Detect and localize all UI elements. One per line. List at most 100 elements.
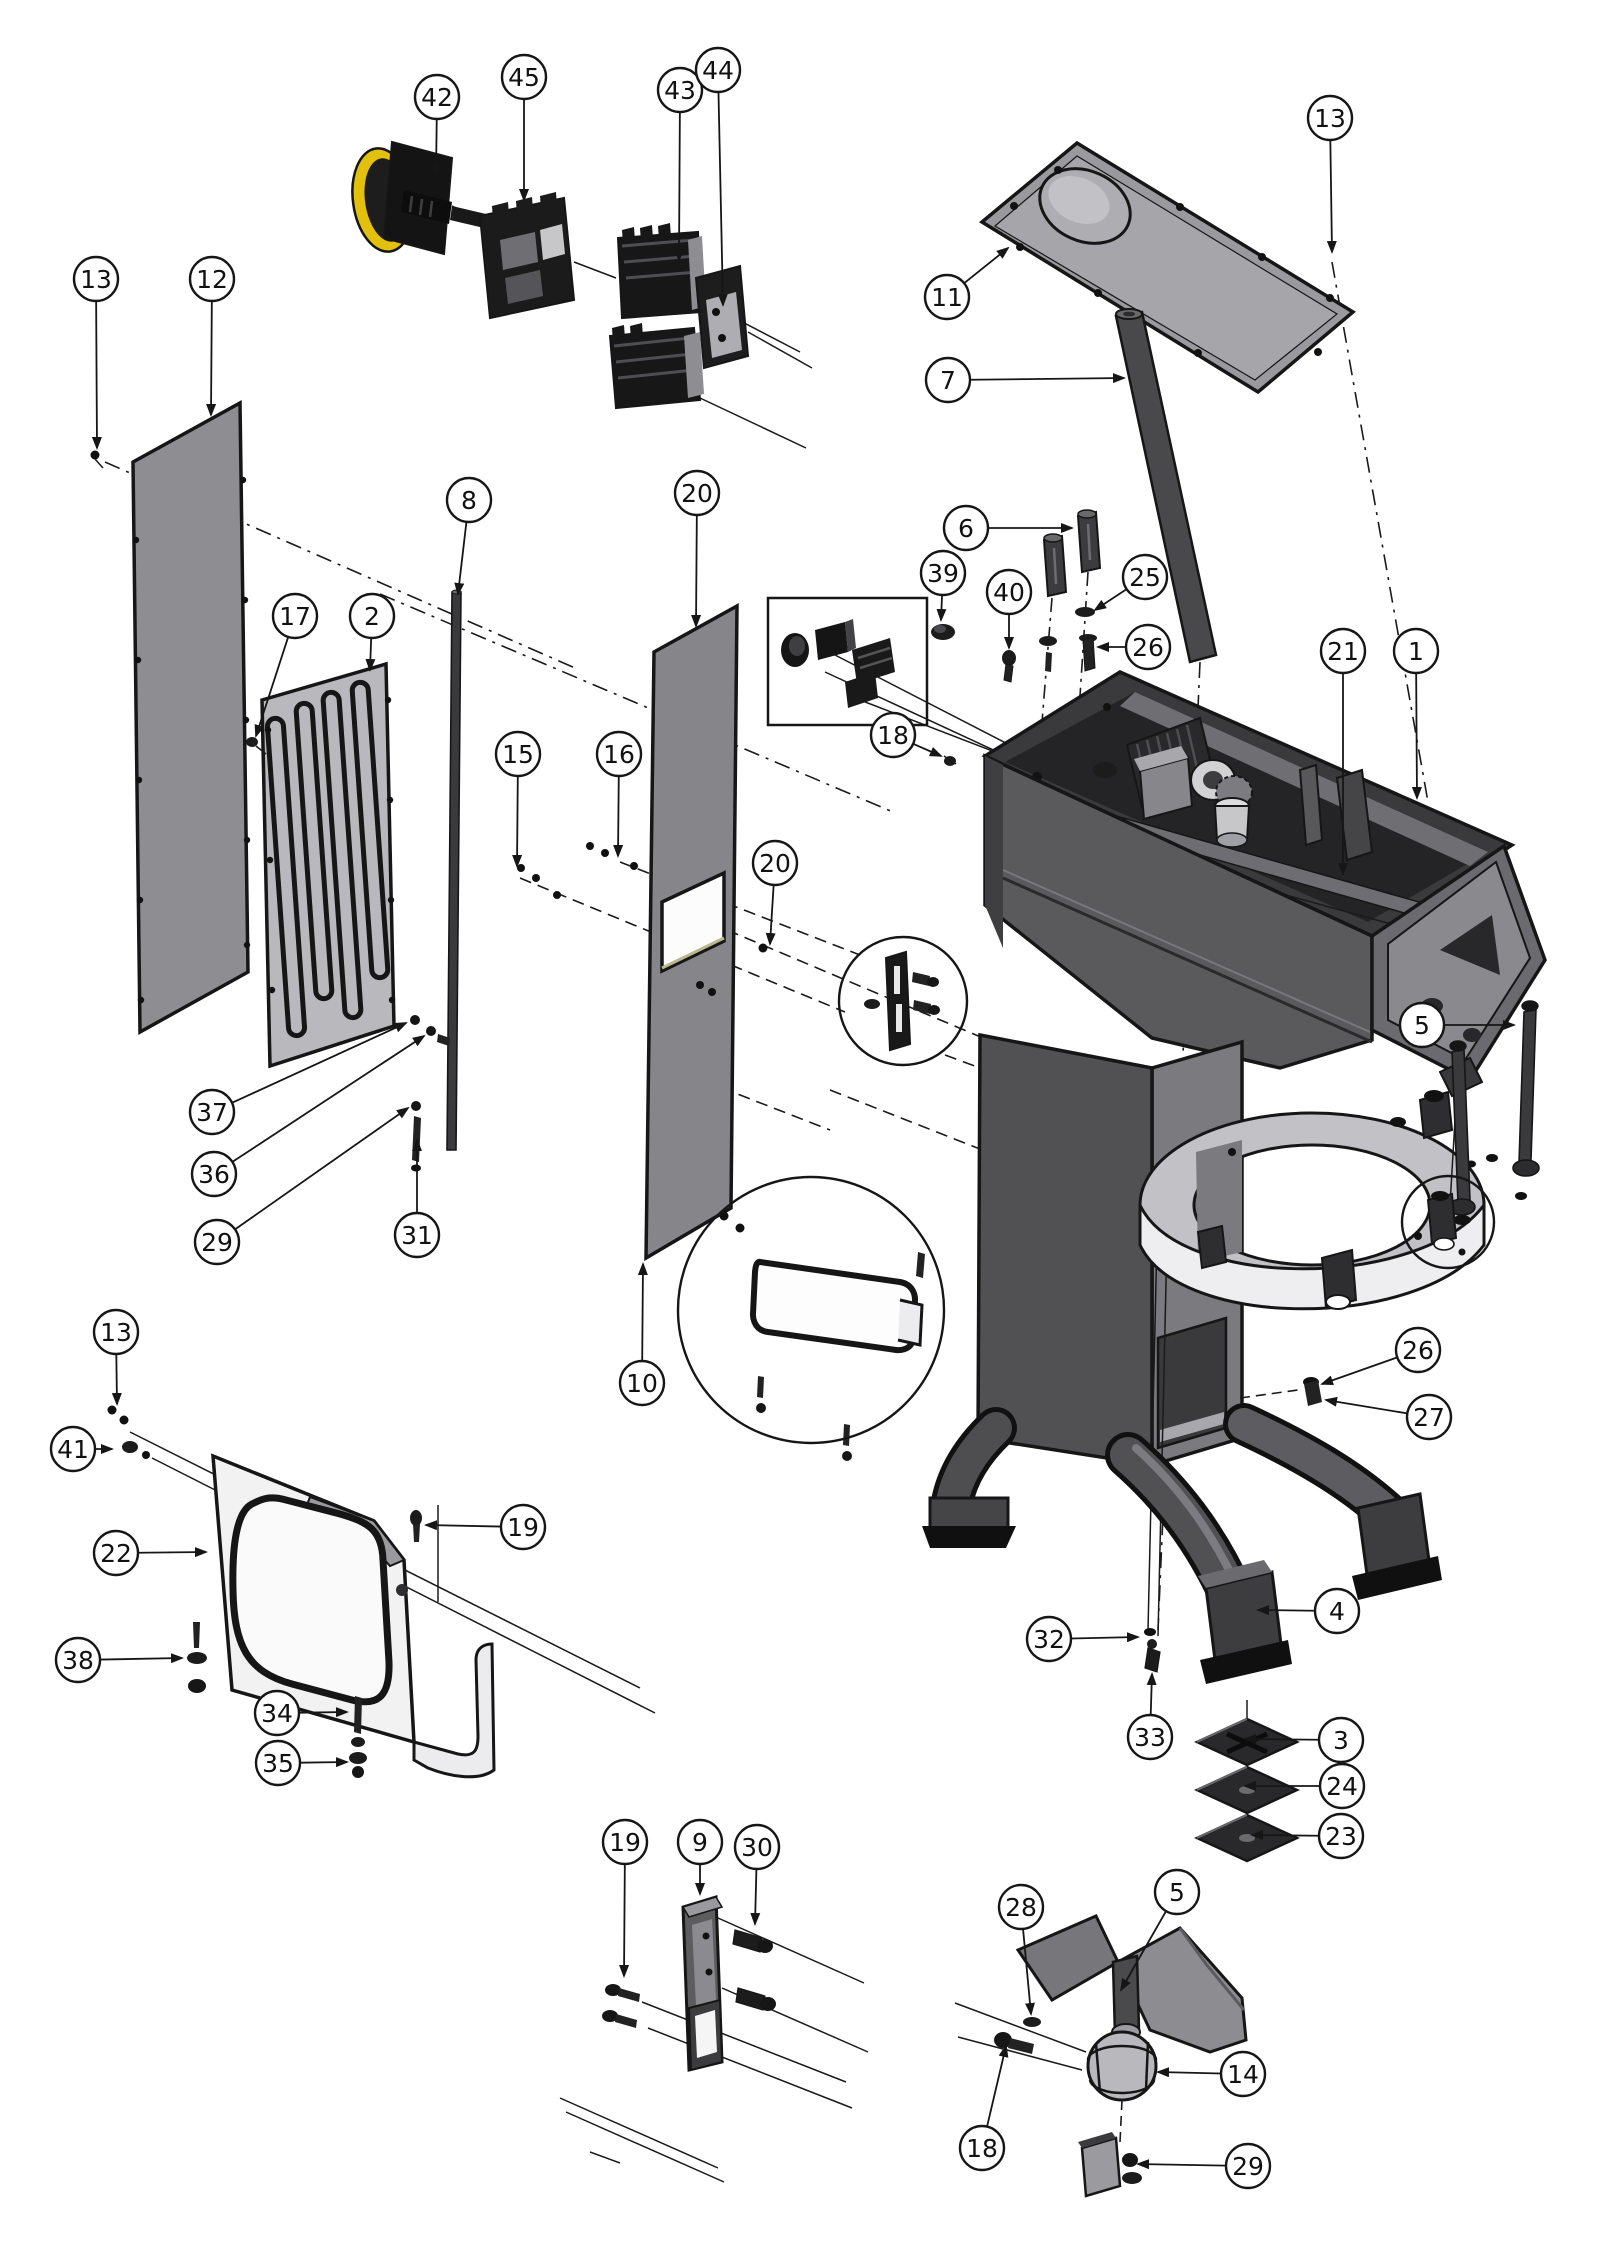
balloon-circle [1313,1587,1361,1635]
leader-line [254,636,290,738]
balloon-number: 10 [626,1369,658,1398]
balloon-circle [1025,1615,1073,1663]
leader-line [691,514,702,628]
detail-door-inset [719,1211,925,1461]
screw-32 [1144,1628,1156,1636]
leader-line [298,1707,349,1718]
detail-hinge-inset [864,950,940,1052]
leader-line [717,91,728,307]
door-assembly [107,1405,496,1779]
leader-line [424,1520,502,1531]
leader-line [231,1022,408,1104]
balloon-number: 14 [1227,2060,1259,2089]
leader-line [1250,1830,1320,1841]
leader-line [206,300,217,417]
detail-circle-1 [676,1175,946,1445]
panel-screw-20 [758,943,768,953]
balloon-circle [92,1529,140,1577]
balloon-18: 18 [958,2044,1009,2172]
leader-line [1136,2159,1227,2170]
leader-line [1146,1672,1157,1716]
leader-line [512,775,523,868]
leader-line [1093,588,1128,612]
balloon-26: 26 [1320,1326,1442,1386]
balloon-21: 21 [1319,627,1367,876]
balloon-number: 4 [1329,1597,1345,1626]
leader-line [613,775,624,858]
washer-28 [1023,2017,1041,2027]
leader-line [969,373,1126,384]
balloon-circle [499,1503,547,1551]
bolt-29 [1122,2153,1138,2167]
detail-post-inset [1414,1191,1466,1256]
balloon-circle [54,1636,102,1684]
balloon-circle [49,1425,97,1473]
balloon-circle [1394,1326,1442,1374]
balloon-38: 38 [54,1636,184,1684]
balloon-23: 23 [1250,1812,1365,1860]
leader-line [299,1757,349,1768]
balloon-45: 45 [500,53,548,202]
detail-circle-3 [1400,1174,1496,1270]
balloon-26: 26 [1096,623,1172,671]
balloon-circle [1219,2050,1267,2098]
balloon-27: 27 [1324,1393,1453,1441]
balloon-circle [924,356,972,404]
balloon-30: 30 [733,1823,781,1926]
balloon-20: 20 [673,469,721,628]
balloon-2: 2 [348,592,396,672]
balloon-circle [445,476,493,524]
balloon-number: 7 [940,366,956,395]
balloon-8: 8 [445,476,493,596]
balloon-circle [676,1818,724,1866]
left-side-panel [90,400,251,1035]
balloon-29: 29 [1136,2142,1272,2190]
leader-line [765,884,776,946]
bolt-40 [1002,650,1016,666]
balloon-number: 2 [364,602,380,631]
balloon-number: 13 [80,265,112,294]
leader-line [111,1353,122,1406]
bolt-30b [735,1987,766,2011]
balloon-42: 42 [413,73,461,178]
plate-29 [1080,2136,1122,2198]
balloon-13: 13 [1306,94,1354,254]
leader-line [637,1262,648,1362]
mini-block [845,672,878,708]
leader-line [454,521,468,596]
detail-circles [676,935,1496,1445]
balloon-number: 16 [603,740,635,769]
balloon-number: 3 [1333,1726,1349,1755]
balloon-number: 17 [279,602,311,631]
balloon-number: 25 [1129,563,1161,592]
balloon-number: 38 [62,1646,94,1675]
balloon-circle [1318,1762,1366,1810]
balloon-circle [1398,1001,1446,1049]
balloon-circle [413,73,461,121]
balloon-circle [72,255,120,303]
balloon-circle [751,839,799,887]
balloon-circle [188,255,236,303]
leader-line [1320,1356,1398,1386]
balloon-39: 39 [919,549,967,622]
balloon-3: 3 [1243,1716,1365,1764]
balloon-number: 18 [877,721,909,750]
balloon-37: 37 [188,1022,408,1136]
detail-circle-2 [837,935,969,1067]
balloon-number: 5 [1169,1878,1185,1907]
balloon-circle [348,592,396,640]
balloon-22: 22 [92,1529,208,1577]
balloon-number: 15 [502,740,534,769]
balloon-25: 25 [1093,553,1169,612]
balloon-number: 1 [1408,637,1424,666]
balloon-4: 4 [1256,1587,1361,1635]
leader-line [1022,1928,1035,2016]
balloon-circle [190,1150,238,1198]
pin-34 [354,1696,362,1734]
balloon-43: 43 [656,66,704,262]
balloon-number: 45 [508,63,540,92]
bolt-18b [994,2032,1012,2048]
plate-screw-17 [246,737,258,747]
leader-line [1411,672,1422,800]
